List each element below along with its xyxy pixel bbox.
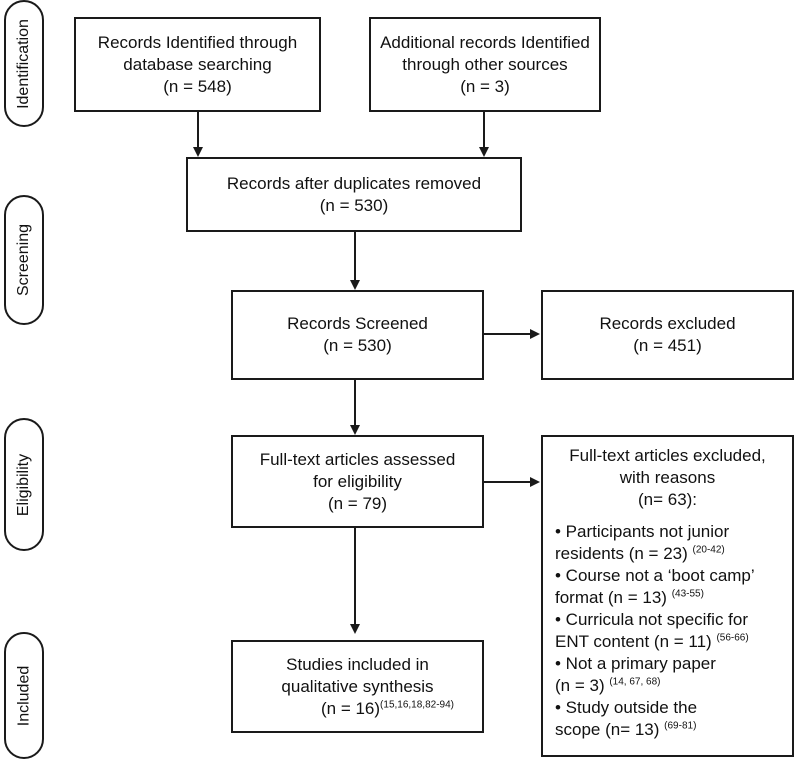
reason-text: • Course not a ‘boot camp’ (555, 566, 755, 585)
screened-line1: Records Screened (287, 314, 428, 333)
fulltext-excluded-header: Full-text articles excluded, with reason… (543, 445, 792, 511)
reason-ref: (20-42) (692, 544, 725, 556)
included-line2: qualitative synthesis (281, 676, 434, 696)
list-item: • Curricula not specific for ENT content… (555, 609, 786, 653)
list-item: • Course not a ‘boot camp’ format (n = 1… (555, 565, 786, 609)
fulltext-assessed-line2: for eligibility (313, 471, 402, 491)
excluded-count: (n = 451) (633, 336, 702, 355)
box-database-records: Records Identified through database sear… (74, 17, 321, 112)
reason-text: • Not a primary paper (555, 654, 716, 673)
other-sources-line2: through other sources (402, 54, 568, 74)
list-item: • Not a primary paper (n = 3) (14, 67, 6… (555, 653, 786, 697)
stage-included: Included (4, 632, 44, 759)
reason-count-line: ENT content (n = 11) (56-66) (555, 631, 786, 653)
stage-eligibility: Eligibility (4, 418, 44, 551)
fulltext-excluded-count: (n= 63): (637, 490, 698, 509)
list-item: • Participants not junior residents (n =… (555, 521, 786, 565)
reason-count: (n = 3) (555, 676, 610, 695)
reason-ref: (43-55) (671, 588, 704, 600)
reason-count-line: residents (n = 23) (20-42) (555, 543, 786, 565)
reason-count-line: format (n = 13) (43-55) (555, 587, 786, 609)
box-fulltext-assessed: Full-text articles assessed for eligibil… (231, 435, 484, 528)
reason-count-line: (n = 3) (14, 67, 68) (555, 675, 786, 697)
reason-text: • Participants not junior (555, 522, 730, 541)
box-records-excluded: Records excluded (n = 451) (541, 290, 794, 380)
box-other-sources: Additional records Identified through ot… (369, 17, 601, 112)
reason-count: residents (n = 23) (555, 544, 693, 563)
fulltext-assessed-count: (n = 79) (327, 493, 388, 513)
reason-count: scope (n= 13) (555, 720, 665, 739)
exclusion-reasons-list: • Participants not junior residents (n =… (555, 521, 786, 741)
excluded-line1: Records excluded (599, 314, 736, 333)
database-line1: Records Identified through (97, 32, 298, 52)
reason-ref: (56-66) (716, 632, 749, 644)
reason-ref: (69-81) (664, 720, 697, 732)
box-fulltext-excluded: Full-text articles excluded, with reason… (541, 435, 794, 757)
included-count: (n = 16) (320, 698, 381, 718)
database-line2: database searching (123, 54, 272, 74)
fulltext-excluded-line2: with reasons (619, 468, 716, 487)
database-count: (n = 548) (163, 76, 232, 96)
reason-text: • Study outside the (555, 698, 698, 717)
stage-identification: Identification (4, 0, 44, 127)
box-studies-included: Studies included in qualitative synthesi… (231, 640, 484, 733)
fulltext-excluded-line1: Full-text articles excluded, (569, 446, 766, 465)
other-sources-line1: Additional records Identified (380, 32, 590, 52)
other-sources-count: (n = 3) (460, 76, 510, 96)
stage-screening: Screening (4, 195, 44, 325)
reason-ref: (14, 67, 68) (609, 676, 661, 688)
reason-count: ENT content (n = 11) (555, 632, 717, 651)
duplicates-count: (n = 530) (319, 195, 389, 215)
fulltext-assessed-line1: Full-text articles assessed (259, 449, 456, 469)
reason-count-line: scope (n= 13) (69-81) (555, 719, 786, 741)
box-duplicates-removed: Records after duplicates removed (n = 53… (186, 157, 522, 232)
duplicates-line1: Records after duplicates removed (226, 173, 482, 193)
screened-count: (n = 530) (323, 336, 392, 355)
reason-count: format (n = 13) (555, 588, 672, 607)
reason-text: • Curricula not specific for (555, 610, 749, 629)
included-ref: (15,16,18,82-94) (380, 698, 454, 710)
included-line1: Studies included in (286, 654, 429, 674)
box-records-screened: Records Screened (n = 530) (231, 290, 484, 380)
included-count-line: (n = 16)(15,16,18,82-94) (261, 698, 454, 720)
list-item: • Study outside the scope (n= 13) (69-81… (555, 697, 786, 741)
